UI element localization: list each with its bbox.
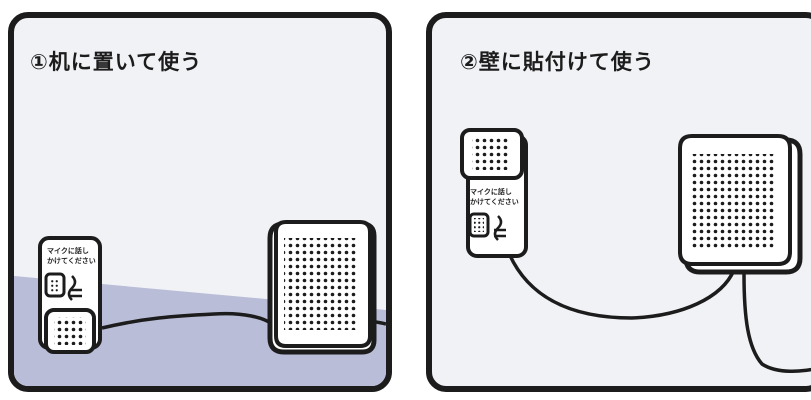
wall-illustration: マイクに話し かけてください [460, 128, 811, 373]
cable [101, 311, 274, 330]
transmitter-label: かけてください [470, 197, 519, 206]
speaker-unit [267, 220, 377, 355]
cable [742, 273, 811, 373]
desk-usage-panel: ①机に置いて使う マイクに話し かけてください [8, 12, 392, 392]
panel-title: ①机に置いて使う [30, 50, 203, 74]
speaker-grille-icon [54, 317, 86, 345]
wall-usage-panel: ②壁に貼付けて使う マイクに話し かけてください [426, 12, 811, 392]
transmitter-label: マイクに話し [470, 187, 512, 196]
speaker-grille-icon [284, 238, 358, 330]
speaker-unit [678, 134, 803, 275]
microphone-icon [468, 212, 490, 238]
transmitter-unit: マイクに話し かけてください [38, 236, 102, 354]
panel-title: ②壁に貼付けて使う [460, 50, 655, 74]
microphone-icon [44, 272, 66, 298]
speech-waves-icon [67, 275, 82, 301]
desk-illustration: マイクに話し かけてください [14, 220, 386, 386]
cable [502, 239, 736, 320]
speaker-grille-icon [472, 138, 510, 170]
speaker-grille-icon [692, 154, 776, 250]
transmitter-label: マイクに話し [47, 246, 89, 255]
transmitter-unit: マイクに話し かけてください [460, 128, 528, 258]
transmitter-label: かけてください [47, 256, 96, 265]
speech-waves-icon [493, 215, 506, 241]
